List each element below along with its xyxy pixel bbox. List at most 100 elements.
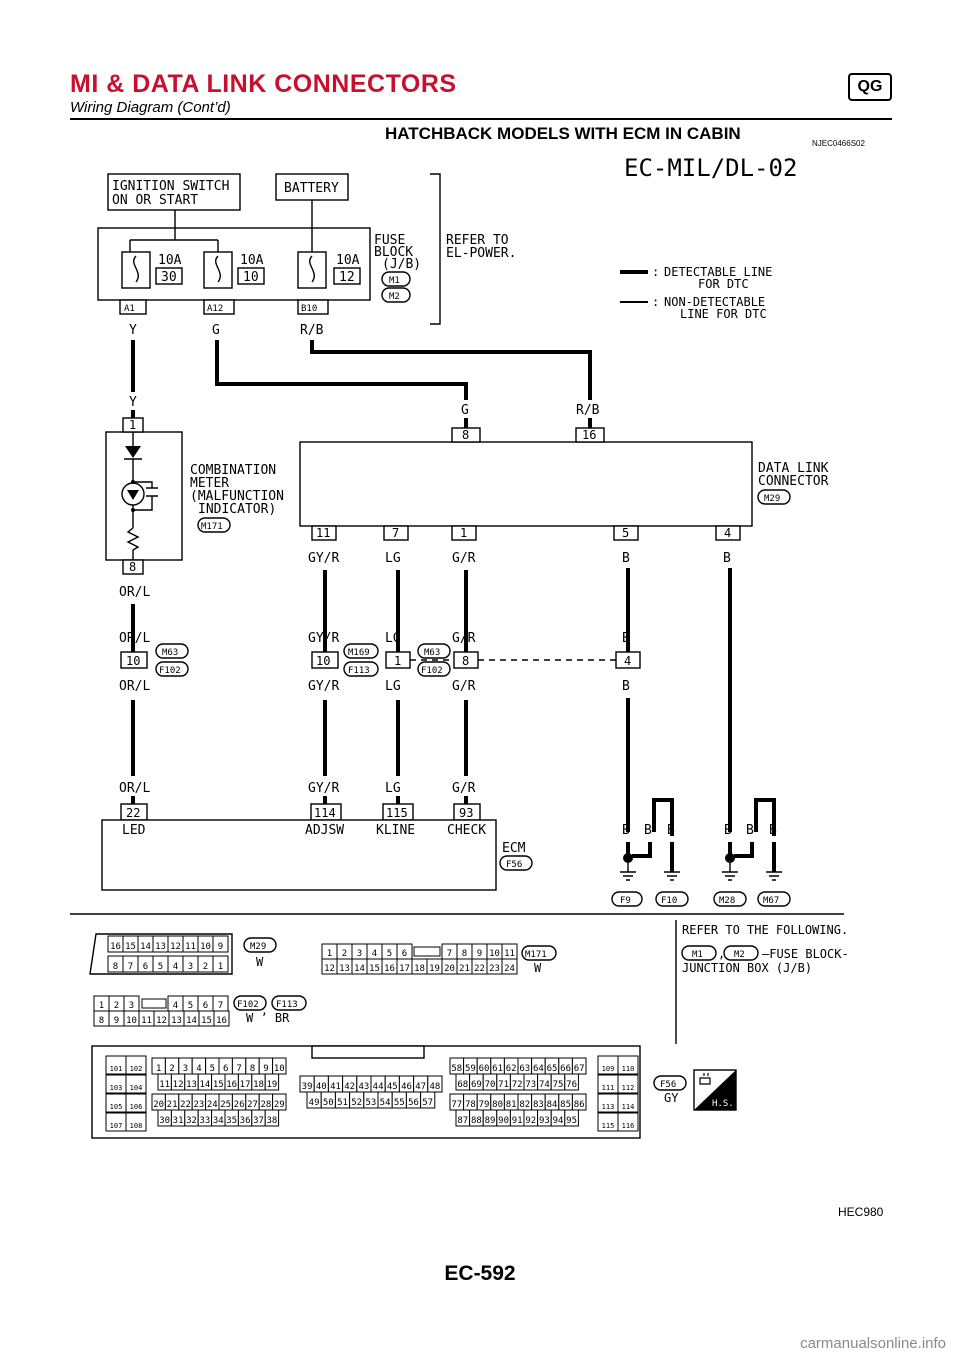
f56-right-cell bbox=[617, 1093, 639, 1113]
wire-b-4: B bbox=[622, 679, 630, 694]
svg-text:LINE FOR DTC: LINE FOR DTC bbox=[680, 307, 767, 321]
f56-pin: 57 bbox=[422, 1098, 433, 1108]
f56-right-pin: 109 bbox=[602, 1065, 615, 1073]
svg-text:B: B bbox=[746, 823, 754, 838]
f56-pin: 44 bbox=[373, 1082, 384, 1092]
f102-pin: 4 bbox=[173, 1001, 178, 1011]
svg-text:F9: F9 bbox=[620, 896, 631, 906]
f56-right-pin: 114 bbox=[622, 1103, 635, 1111]
f56-pin: 71 bbox=[498, 1080, 509, 1090]
joint-m169-pin1: 1 bbox=[394, 654, 401, 668]
f56-pin: 67 bbox=[574, 1064, 585, 1074]
f56-pin: 74 bbox=[539, 1080, 550, 1090]
f56-pin: 92 bbox=[525, 1116, 536, 1126]
svg-text:M29: M29 bbox=[764, 494, 780, 504]
m29-cell bbox=[212, 955, 229, 973]
ecm-wires-lower bbox=[131, 700, 468, 776]
f56-pin: 79 bbox=[479, 1100, 490, 1110]
f102-pin: 7 bbox=[218, 1001, 223, 1011]
f102-pin: 14 bbox=[186, 1016, 197, 1026]
fuse-terminals: A1 A12 B10 bbox=[119, 299, 329, 315]
m29-pin: 2 bbox=[203, 962, 208, 972]
meter-pin-8: 8 bbox=[129, 560, 136, 574]
f56-pin: 39 bbox=[302, 1082, 313, 1092]
f56-pin: 62 bbox=[506, 1064, 517, 1074]
f56-pin: 73 bbox=[525, 1080, 536, 1090]
f56-pin: 20 bbox=[153, 1100, 164, 1110]
f56-pin: 8 bbox=[250, 1064, 255, 1074]
svg-text:B: B bbox=[769, 823, 777, 838]
header-rule bbox=[70, 118, 892, 120]
m171-pin: 8 bbox=[462, 949, 467, 959]
svg-text:7: 7 bbox=[392, 526, 399, 540]
svg-text:M171: M171 bbox=[201, 522, 223, 532]
svg-text:1: 1 bbox=[460, 526, 467, 540]
svg-text:114: 114 bbox=[314, 806, 336, 820]
f56-pin: 33 bbox=[199, 1116, 210, 1126]
wire-gyr-3: GY/R bbox=[308, 679, 339, 694]
f56-left-pin: 102 bbox=[130, 1065, 143, 1073]
f56-pin: 18 bbox=[253, 1080, 264, 1090]
f56-pin: 40 bbox=[316, 1082, 327, 1092]
ecm-wire-stubs bbox=[131, 796, 468, 804]
f102-cell bbox=[213, 1010, 230, 1027]
f56-pin: 15 bbox=[213, 1080, 224, 1090]
svg-text:B: B bbox=[724, 823, 732, 838]
f56-pin: 76 bbox=[566, 1080, 577, 1090]
connector-tag-m29-view: M29 W bbox=[243, 937, 277, 969]
wire-lg-ecm: LG bbox=[385, 781, 401, 796]
connector-tag-f102-f113: F102 F113 W ’ BR bbox=[233, 995, 307, 1025]
f102-pin: 12 bbox=[156, 1016, 167, 1026]
diagram-id: EC-MIL/DL-02 bbox=[624, 154, 797, 182]
svg-text:F102: F102 bbox=[159, 666, 181, 676]
f56-pin: 35 bbox=[226, 1116, 237, 1126]
f56-pin: 3 bbox=[183, 1064, 188, 1074]
wire-rb: R/B bbox=[300, 323, 324, 338]
f56-left-cell bbox=[125, 1112, 147, 1132]
f56-cell bbox=[571, 1093, 587, 1111]
f56-right-cell bbox=[617, 1112, 639, 1132]
f56-pin: 24 bbox=[207, 1100, 218, 1110]
svg-text:M29: M29 bbox=[250, 942, 266, 952]
ground-connector-tags: F9 F10 M28 M67 bbox=[611, 891, 791, 907]
f56-pin: 55 bbox=[394, 1098, 405, 1108]
f102-pin: 16 bbox=[216, 1016, 227, 1026]
svg-text:M2: M2 bbox=[734, 950, 745, 960]
svg-text:W ’ BR: W ’ BR bbox=[246, 1011, 290, 1025]
m171-pin: 3 bbox=[357, 949, 362, 959]
f56-left-cell bbox=[125, 1055, 147, 1075]
svg-text:M2: M2 bbox=[389, 292, 400, 302]
f56-left-cell bbox=[125, 1093, 147, 1113]
fuse-block-label-2: BLOCK bbox=[374, 245, 413, 260]
svg-text:F56: F56 bbox=[660, 1080, 676, 1090]
f56-pin: 82 bbox=[519, 1100, 530, 1110]
f56-pin: 53 bbox=[365, 1098, 376, 1108]
wire-b-2: B bbox=[723, 551, 731, 566]
connector-tag-f56: F56 bbox=[499, 855, 533, 871]
wire-g-dlc: G bbox=[461, 403, 469, 418]
line-legend: : DETECTABLE LINE FOR DTC : NON-DETECTAB… bbox=[620, 265, 772, 321]
f102-pin: 1 bbox=[99, 1001, 104, 1011]
svg-text:5: 5 bbox=[622, 526, 629, 540]
fuse-block-label-1: FUSE bbox=[374, 233, 405, 248]
svg-text:F113: F113 bbox=[348, 666, 370, 676]
f56-pin: 52 bbox=[351, 1098, 362, 1108]
page-title: MI & DATA LINK CONNECTORS bbox=[70, 70, 457, 98]
dlc-pin-16: 16 bbox=[582, 428, 596, 442]
f56-pin: 42 bbox=[344, 1082, 355, 1092]
section-code: NJEC0466S02 bbox=[812, 139, 865, 148]
f56-pin: 10 bbox=[274, 1064, 285, 1074]
joint-m169-pin10: 10 bbox=[316, 654, 330, 668]
ground-group-m: B B B bbox=[722, 798, 782, 881]
f56-pin: 25 bbox=[220, 1100, 231, 1110]
wire-gr-2: G/R bbox=[452, 631, 476, 646]
m29-pin: 11 bbox=[185, 942, 196, 952]
svg-text:M63: M63 bbox=[162, 648, 178, 658]
f56-cell bbox=[564, 1073, 579, 1091]
svg-text:93: 93 bbox=[459, 806, 473, 820]
svg-text:B10: B10 bbox=[301, 304, 317, 314]
svg-text:10A: 10A bbox=[336, 253, 360, 268]
f56-left-pin: 103 bbox=[110, 1084, 123, 1092]
